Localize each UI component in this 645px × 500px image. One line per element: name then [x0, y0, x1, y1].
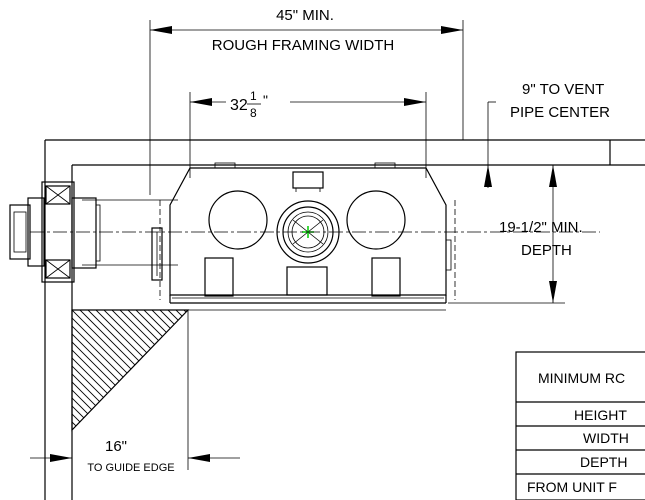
vent-offset-label: PIPE CENTER [510, 104, 610, 121]
wall [44, 139, 645, 500]
depth-dimension: 19-1/2" MIN. DEPTH [448, 165, 583, 304]
table-row-width: WIDTH [583, 430, 629, 446]
minimum-rough-table: MINIMUM RC HEIGHT WIDTH DEPTH FROM UNIT … [515, 351, 645, 500]
vent-offset-dimension: 9" TO VENT PIPE CENTER [487, 81, 610, 188]
heater-unit [151, 162, 456, 304]
framing-width-value: 45" MIN. [276, 7, 334, 24]
unit-width-numerator: 1 [250, 89, 257, 103]
depth-label: DEPTH [521, 242, 572, 259]
table-row-depth: DEPTH [580, 454, 627, 470]
framing-width-dimension: 45" MIN. ROUGH FRAMING WIDTH [149, 7, 464, 195]
vent-pipe [9, 181, 600, 283]
framing-width-label: ROUGH FRAMING WIDTH [212, 37, 394, 54]
depth-value: 19-1/2" MIN. [499, 219, 583, 236]
table-row-height: HEIGHT [574, 407, 627, 423]
unit-width-whole: 32 [230, 97, 248, 114]
guide-label: TO GUIDE EDGE [87, 462, 174, 474]
guide-hatch [71, 309, 446, 470]
unit-width-denominator: 8 [250, 106, 257, 120]
table-row-from-unit: FROM UNIT F [527, 479, 617, 495]
guide-edge-dimension: 16" TO GUIDE EDGE [30, 438, 240, 474]
table-title: MINIMUM RC [538, 370, 625, 386]
guide-value: 16" [105, 438, 127, 455]
unit-width-dimension: 32 1 8 " [189, 89, 427, 178]
vent-offset-value: 9" TO VENT [522, 81, 604, 98]
unit-width-inch: " [263, 92, 268, 108]
